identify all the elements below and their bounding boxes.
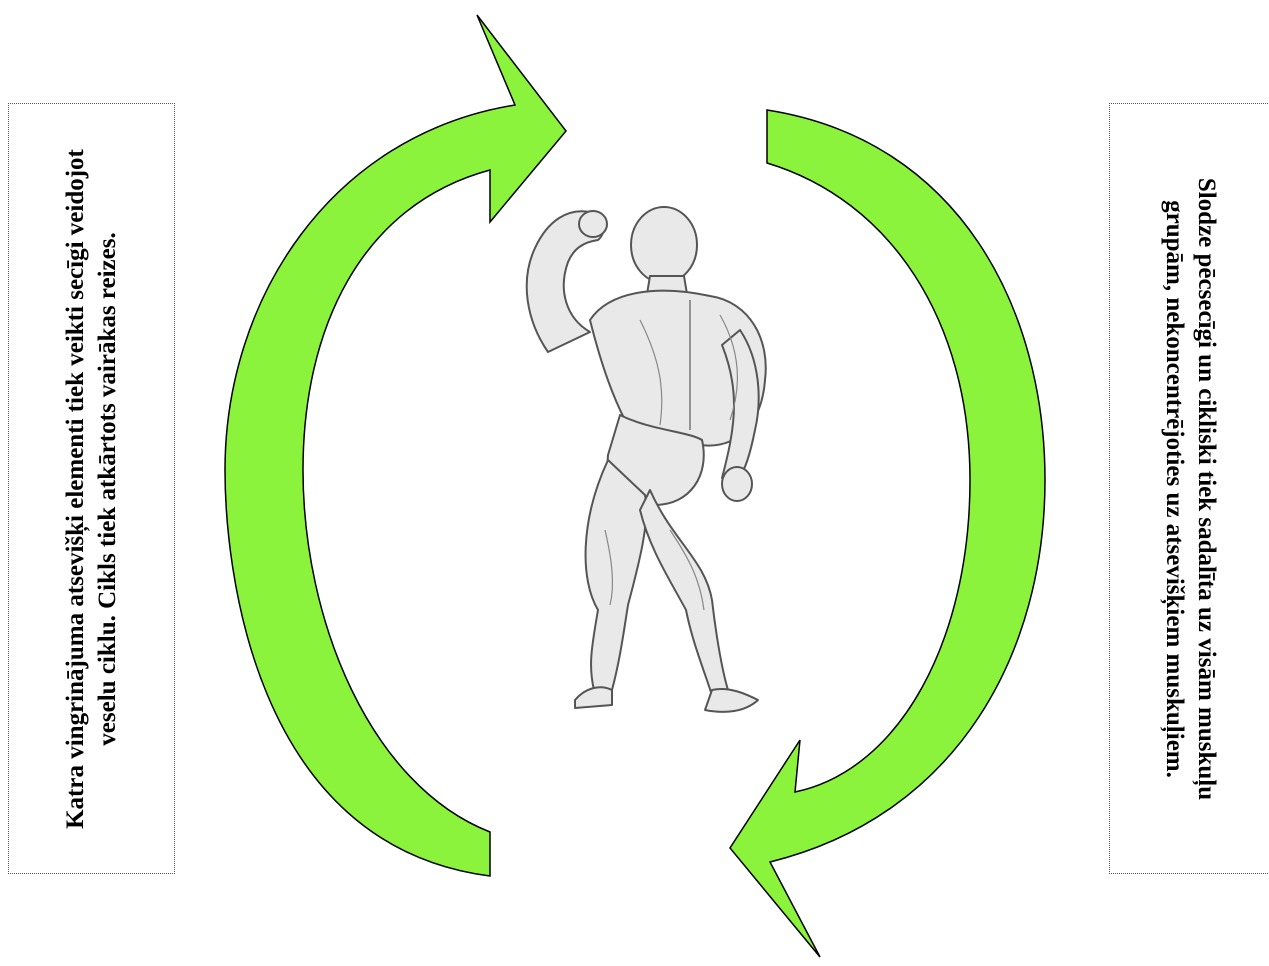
right-note-text: Slodze pēcsecīgi un cikliski tiek sadalī… [1158, 139, 1222, 839]
right-note-box: Slodze pēcsecīgi un cikliski tiek sadalī… [1109, 103, 1269, 874]
muscular-man-illustration-icon [527, 207, 766, 712]
curved-arrow-down-icon [730, 110, 1045, 957]
curved-arrow-up-icon [225, 15, 566, 876]
